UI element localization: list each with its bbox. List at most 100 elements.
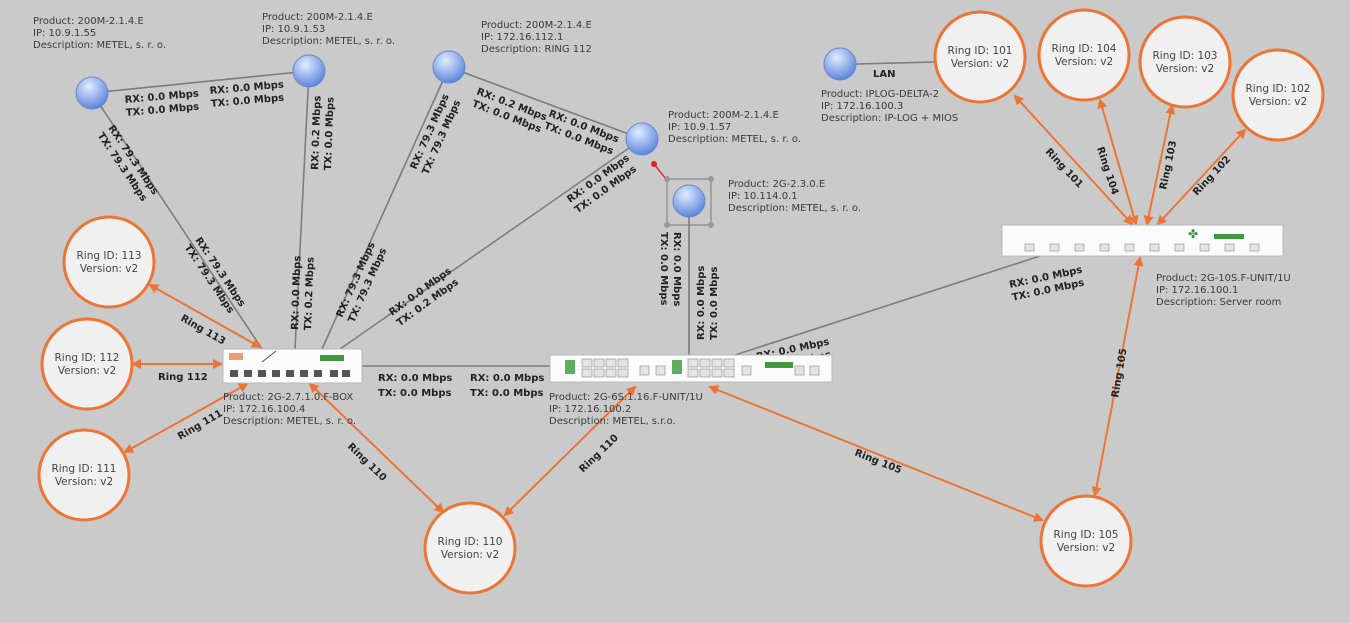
product-text: Product: 200M-2.1.4.E	[668, 110, 779, 121]
device-node-iplog[interactable]	[823, 47, 857, 81]
ring-id: Ring ID: 110	[438, 536, 503, 548]
link-c-d[interactable]	[448, 66, 643, 140]
link-s2-s3[interactable]	[734, 255, 1041, 356]
selection-rotate-handle[interactable]	[653, 163, 667, 180]
arrow-ring-105-s2[interactable]	[708, 385, 1044, 522]
device-node-10-9-1-55[interactable]	[75, 76, 109, 110]
device-info: Product: 200M-2.1.4.EIP: 10.9.1.55Descri…	[33, 12, 1291, 427]
fan-icon: ✤	[1188, 227, 1198, 241]
ring-link-label: Ring 103	[1158, 140, 1179, 191]
description-text: Description: METEL, s. r. o.	[33, 40, 166, 51]
product-text: Product: 2G-2.3.0.E	[728, 179, 825, 190]
description-text: Description: METEL, s. r. o.	[728, 203, 861, 214]
description-text: Description: Server room	[1156, 297, 1281, 308]
ring-version: Version: v2	[1055, 56, 1113, 68]
ring-link-label: Ring 110	[345, 441, 388, 484]
device-node-10-114-0-1[interactable]	[672, 184, 706, 218]
device-node-10-9-1-53[interactable]	[292, 54, 326, 88]
ring-id: Ring ID: 105	[1054, 529, 1119, 541]
resize-handle[interactable]	[708, 222, 714, 228]
ip-text: IP: 10.9.1.57	[668, 122, 731, 133]
device-node-172-16-112-1[interactable]	[432, 50, 466, 84]
arrow-ring-113[interactable]	[148, 284, 262, 348]
ip-text: IP: 172.16.100.3	[821, 101, 903, 112]
ring-link-label: Ring 101	[1043, 147, 1085, 191]
tx-label: TX: 0.0 Mbps	[658, 232, 669, 305]
resize-handle[interactable]	[664, 222, 670, 228]
device-info-10-9-1-55: Product: 200M-2.1.4.EIP: 10.9.1.55Descri…	[33, 16, 166, 51]
rx-label: RX: 0.0 Mbps	[378, 373, 452, 384]
product-text: Product: 200M-2.1.4.E	[262, 12, 373, 23]
arrow-ring-101[interactable]	[1013, 94, 1134, 226]
description-text: Description: METEL, s. r. o.	[668, 134, 801, 145]
arrow-ring-111[interactable]	[123, 383, 249, 453]
ring-id: Ring ID: 103	[1153, 50, 1218, 62]
device-info-iplog: Product: IPLOG-DELTA-2IP: 172.16.100.3De…	[821, 89, 958, 124]
ring-version: Version: v2	[80, 263, 138, 275]
description-text: Description: RING 112	[481, 44, 592, 55]
switch-2g-2710-fbox[interactable]	[222, 348, 363, 384]
rx-label: RX: 0.0 Mbps	[470, 373, 544, 384]
switch-2g-6s-1-16-funit[interactable]	[549, 354, 833, 383]
link-lan[interactable]	[855, 61, 936, 65]
ring-links	[123, 94, 1247, 522]
ring-version: Version: v2	[441, 549, 499, 561]
ring-version: Version: v2	[1057, 542, 1115, 554]
ring-link-label: Ring 112	[158, 372, 208, 383]
link-c-s1[interactable]	[321, 66, 450, 350]
ip-text: IP: 172.16.100.2	[549, 404, 631, 415]
arrow-ring-110-s2[interactable]	[503, 385, 637, 517]
description-text: Description: METEL, s. r. o.	[223, 416, 356, 427]
arrow-ring-105-s3[interactable]	[1091, 256, 1144, 497]
resize-handle[interactable]	[708, 176, 714, 182]
rx-label: RX: 0.2 Mbps	[310, 95, 324, 170]
link-a-b[interactable]	[91, 70, 310, 94]
link-b-s1[interactable]	[294, 70, 310, 350]
rotate-handle-dot[interactable]	[651, 161, 657, 167]
tx-label: TX: 0.0 Mbps	[470, 388, 543, 399]
device-node-10-9-1-57[interactable]	[625, 122, 659, 156]
ring-id: Ring ID: 101	[948, 45, 1013, 57]
ip-text: IP: 172.16.112.1	[481, 32, 563, 43]
product-text: Product: 2G-2.7.1.0.F-BOX	[223, 392, 353, 403]
rx-label: RX: 0.0 Mbps	[290, 255, 304, 330]
ring-link-label: Ring 102	[1191, 154, 1233, 198]
device-info-10-9-1-57: Product: 200M-2.1.4.EIP: 10.9.1.57Descri…	[668, 110, 801, 145]
resize-handle[interactable]	[664, 176, 670, 182]
ring-version: Version: v2	[1156, 63, 1214, 75]
ring-id: Ring ID: 113	[77, 250, 142, 262]
arrow-ring-102[interactable]	[1156, 128, 1247, 226]
ip-text: IP: 10.114.0.1	[728, 191, 798, 202]
arrow-ring-104[interactable]	[1097, 98, 1139, 226]
switch-2g-10s-funit[interactable]: ✤	[1001, 224, 1284, 257]
ring-id: Ring ID: 112	[55, 352, 120, 364]
ip-text: IP: 172.16.100.4	[223, 404, 305, 415]
link-d-s1[interactable]	[339, 138, 643, 350]
description-text: Description: IP-LOG + MIOS	[821, 113, 958, 124]
arrow-ring-110-s1[interactable]	[308, 382, 445, 514]
lan-label: LAN	[873, 69, 895, 80]
links	[91, 61, 1041, 367]
device-info-10-9-1-53: Product: 200M-2.1.4.EIP: 10.9.1.53Descri…	[262, 12, 395, 47]
selection-box[interactable]	[666, 178, 712, 226]
